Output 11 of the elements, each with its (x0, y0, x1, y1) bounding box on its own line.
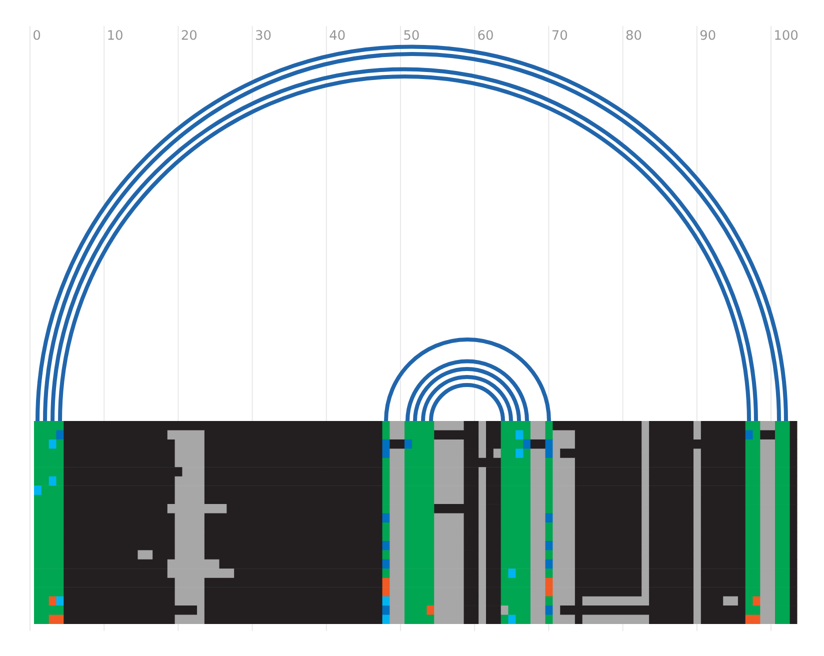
axis-tick-label: 10 (108, 30, 122, 40)
axis-tick-label: 90 (700, 30, 716, 40)
axis-tick-label: 40 (330, 30, 345, 40)
axis-tick-label: 80 (626, 30, 642, 40)
axis-tick-label: 70 (552, 30, 568, 40)
axis-tick-label: 30 (256, 30, 271, 40)
axis-tick-label: 0 (34, 30, 40, 40)
axis-tick-label: 50 (404, 30, 419, 40)
axis-tick-label: 20 (182, 30, 197, 40)
axis-tick-label: 60 (478, 30, 493, 40)
axis-tick-label: 100 (775, 30, 798, 40)
